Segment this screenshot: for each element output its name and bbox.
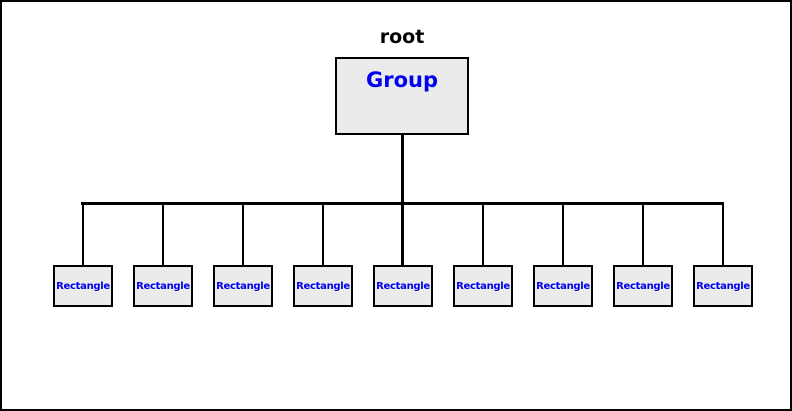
child-connector-line — [162, 202, 164, 265]
rectangle-node[interactable]: Rectangle — [533, 265, 593, 307]
child-connector-line — [322, 202, 324, 265]
rectangle-node[interactable]: Rectangle — [613, 265, 673, 307]
rectangle-node-label: Rectangle — [136, 280, 190, 292]
child-connector-line — [242, 202, 244, 265]
rectangle-node[interactable]: Rectangle — [373, 265, 433, 307]
rectangle-node[interactable]: Rectangle — [293, 265, 353, 307]
rectangle-node[interactable]: Rectangle — [693, 265, 753, 307]
rectangle-node-label: Rectangle — [696, 280, 750, 292]
rectangle-node-label: Rectangle — [56, 280, 110, 292]
child-connector-line — [82, 202, 84, 265]
rectangle-node-label: Rectangle — [536, 280, 590, 292]
rectangle-node[interactable]: Rectangle — [133, 265, 193, 307]
group-node[interactable]: Group — [335, 57, 469, 135]
group-node-label: Group — [365, 68, 438, 92]
root-label: root — [379, 26, 425, 48]
child-connector-line — [402, 202, 404, 265]
child-connector-line — [642, 202, 644, 265]
group-connector-line — [401, 134, 404, 265]
child-connector-line — [722, 202, 724, 265]
rectangle-node[interactable]: Rectangle — [453, 265, 513, 307]
child-connector-line — [482, 202, 484, 265]
rectangle-node-label: Rectangle — [456, 280, 510, 292]
rectangle-node-label: Rectangle — [616, 280, 670, 292]
rectangle-node-label: Rectangle — [376, 280, 430, 292]
child-connector-line — [562, 202, 564, 265]
rectangle-node[interactable]: Rectangle — [213, 265, 273, 307]
rectangle-node[interactable]: Rectangle — [53, 265, 113, 307]
rectangle-node-label: Rectangle — [216, 280, 270, 292]
rectangle-node-label: Rectangle — [296, 280, 350, 292]
